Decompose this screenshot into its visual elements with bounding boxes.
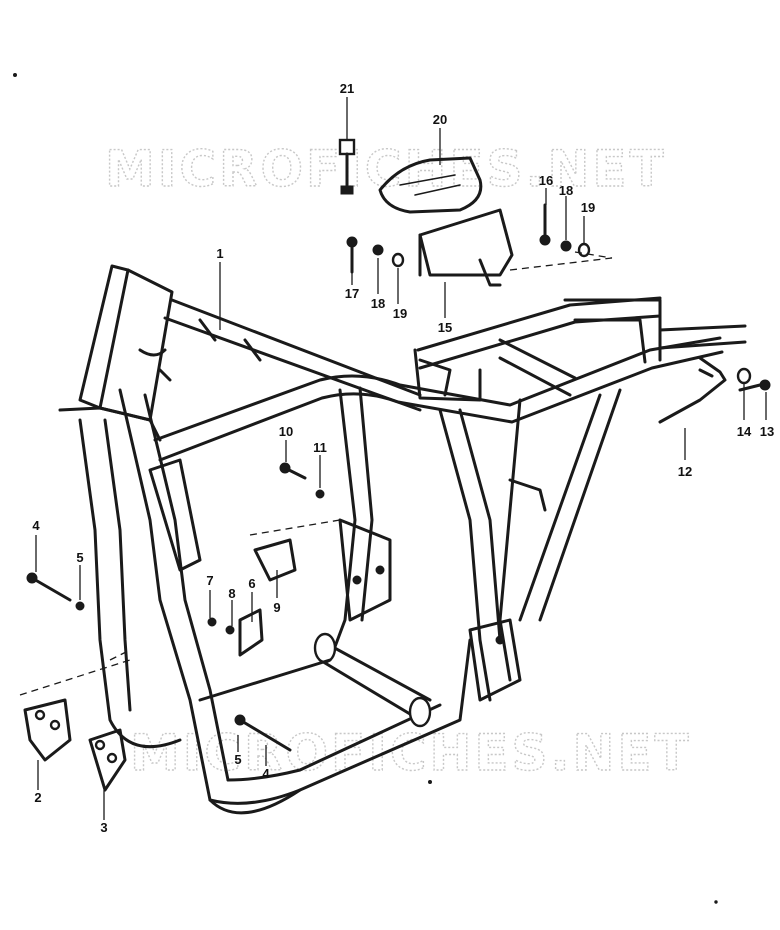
label-9: 9 — [273, 600, 280, 615]
label-18-upper: 18 — [559, 183, 573, 198]
label-20: 20 — [433, 112, 447, 127]
rear-stay — [658, 356, 771, 424]
label-5-left: 5 — [76, 550, 83, 565]
label-3: 3 — [100, 820, 107, 835]
cap-bolt — [338, 138, 356, 195]
label-6: 6 — [248, 576, 255, 591]
label-17: 17 — [345, 286, 359, 301]
fasteners-upper — [346, 203, 591, 274]
label-15: 15 — [438, 320, 452, 335]
label-2: 2 — [34, 790, 41, 805]
label-10: 10 — [279, 424, 293, 439]
label-14: 14 — [737, 424, 752, 439]
label-18-lower: 18 — [371, 296, 385, 311]
part-labels: 1 2 3 4 4 5 5 6 7 8 9 10 11 12 13 14 15 … — [32, 81, 774, 835]
mount-bolts — [26, 462, 325, 752]
label-8: 8 — [228, 586, 235, 601]
engine-mount-plates — [23, 698, 127, 792]
label-16: 16 — [539, 173, 553, 188]
watermark-top: MICROFICHES.NET — [105, 140, 667, 198]
label-4-left: 4 — [32, 518, 40, 533]
label-12: 12 — [678, 464, 692, 479]
leader-lines — [19, 97, 767, 820]
battery-bracket — [418, 208, 514, 287]
main-frame — [58, 264, 747, 815]
label-21: 21 — [340, 81, 354, 96]
watermark-bottom: MICROFICHES.NET — [130, 724, 692, 782]
label-5-bottom: 5 — [234, 752, 241, 767]
label-1: 1 — [216, 246, 223, 261]
label-13: 13 — [760, 424, 774, 439]
label-4-bottom: 4 — [262, 766, 270, 781]
battery-cover — [378, 156, 483, 214]
label-7: 7 — [206, 573, 213, 588]
label-19-upper: 19 — [581, 200, 595, 215]
label-19-lower: 19 — [393, 306, 407, 321]
label-11: 11 — [313, 440, 327, 455]
